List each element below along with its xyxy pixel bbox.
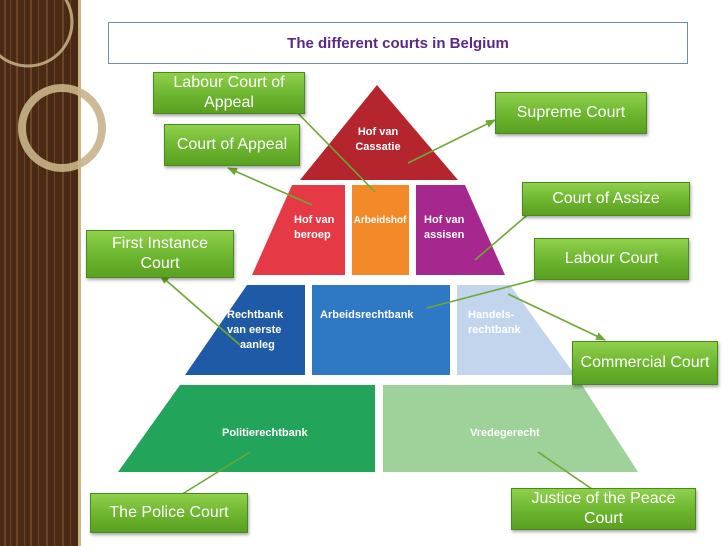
arrow-commercial-court: [507, 293, 606, 341]
label-hof-van-cassatie-2: Cassatie: [355, 141, 400, 153]
label-hof-van-assisen-2: assisen: [424, 229, 465, 241]
label-arbeidsrechtbank: Arbeidsrechtbank: [320, 309, 414, 321]
sidebar-decoration: [0, 0, 106, 546]
label-hof-van-beroep-2: beroep: [294, 229, 331, 241]
callout-court-of-appeal: Court of Appeal: [164, 124, 300, 166]
label-hof-van-beroep-1: Hof van: [294, 214, 335, 226]
label-rechtbank-3: aanleg: [240, 339, 275, 351]
arrow-first-instance-court: [159, 274, 241, 346]
pyramid-handelsrechtbank: [457, 285, 575, 375]
callout-police-court: The Police Court: [90, 493, 248, 533]
arrow-labour-court-of-appeal: [284, 99, 376, 193]
label-politierechtbank: Politierechtbank: [222, 427, 308, 439]
label-rechtbank-2: van eerste: [227, 324, 281, 336]
sidebar-stripe: [78, 0, 81, 546]
label-hof-van-cassatie-1: Hof van: [358, 126, 399, 138]
callout-justice-of-peace: Justice of the Peace Court: [511, 488, 696, 530]
callout-court-of-assize: Court of Assize: [522, 182, 690, 216]
sidebar-ring-large: [0, 0, 74, 68]
diagram-title: The different courts in Belgium: [108, 22, 688, 64]
label-handels-1: Handels-: [468, 309, 515, 321]
label-arbeidshof: Arbeidshof: [354, 215, 407, 226]
callout-labour-court-of-appeal: Labour Court of Appeal: [153, 72, 305, 114]
pyramid-politierechtbank: [118, 385, 375, 472]
pyramid-vredegerecht: [383, 385, 638, 472]
label-rechtbank-1: Rechtbank: [227, 309, 284, 321]
sidebar-ring-thick: [18, 84, 106, 172]
callout-first-instance-court: First Instance Court: [86, 230, 234, 278]
label-vredegerecht: Vredegerecht: [470, 427, 540, 439]
label-handels-2: rechtbank: [468, 324, 521, 336]
arrow-supreme-court: [407, 119, 496, 164]
arrow-court-of-appeal: [227, 167, 313, 206]
pyramid-arbeidsrechtbank: [312, 285, 450, 375]
pyramid-hof-van-beroep: [252, 185, 345, 275]
pyramid-arbeidshof: [352, 185, 409, 275]
callout-labour-court: Labour Court: [534, 238, 689, 280]
sidebar-background: [0, 0, 80, 546]
callout-commercial-court: Commercial Court: [572, 341, 718, 385]
pyramid-rechtbank-eerste-aanleg: [185, 285, 305, 375]
callout-supreme-court: Supreme Court: [495, 92, 647, 134]
label-hof-van-assisen-1: Hof van: [424, 214, 465, 226]
